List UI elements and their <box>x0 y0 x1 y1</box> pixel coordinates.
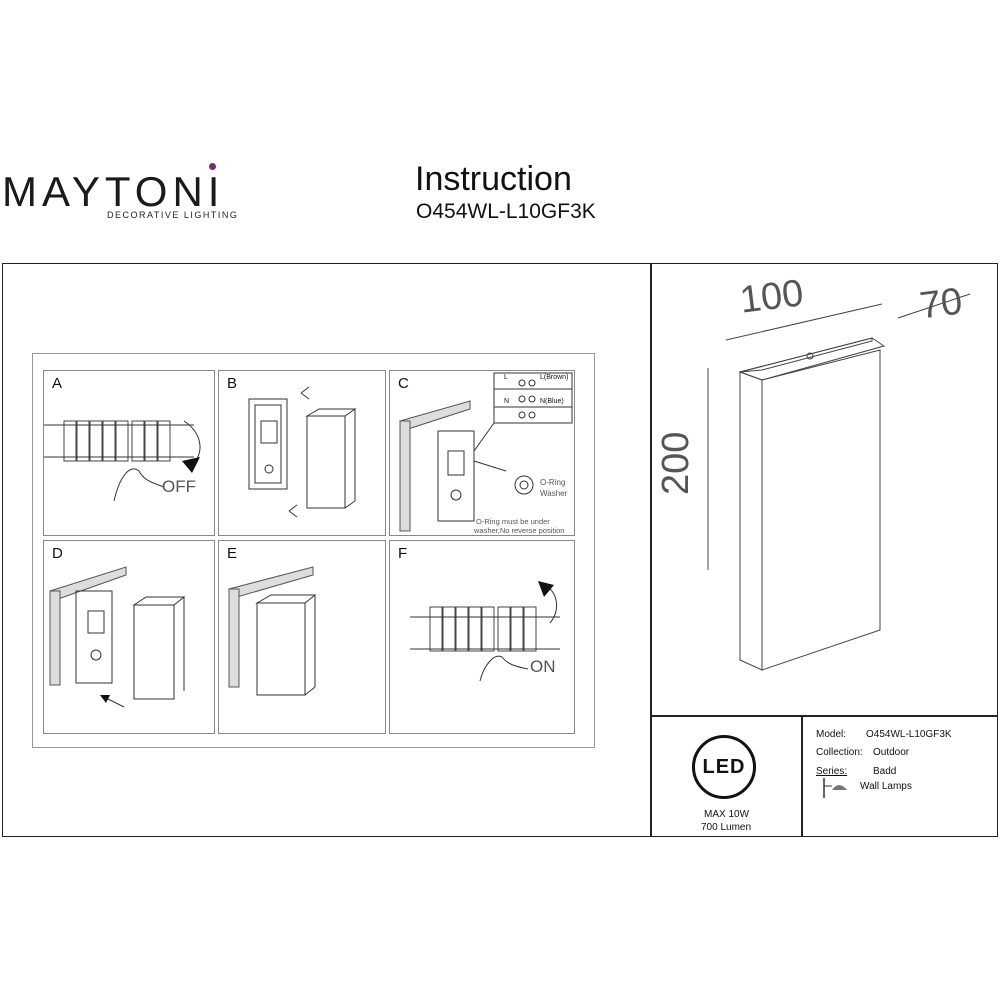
on-label: ON <box>530 657 556 676</box>
brand-logo: MAYTONI <box>2 168 225 215</box>
dimension-width: 100 <box>737 272 806 322</box>
fixture-mount-illustration <box>49 566 186 708</box>
step-label: C <box>398 375 409 392</box>
document-frame <box>2 263 998 837</box>
frame-divider-horizontal <box>650 715 998 717</box>
step-c-panel: C L L(Brown) N N(Blue) O-Ring Washer O-R… <box>389 370 575 536</box>
step-label: D <box>52 545 63 562</box>
step-label: F <box>398 545 408 562</box>
dimension-depth: 70 <box>917 280 965 328</box>
step-a-panel: A OFF <box>43 370 215 536</box>
breaker-off-illustration <box>44 420 201 502</box>
oring-caption-line1: O-Ring must be under <box>476 517 550 526</box>
mounting-plate-illustration <box>248 386 357 518</box>
step-d-panel: D <box>43 540 215 734</box>
spec-collection-value: Outdoor <box>873 747 910 758</box>
washer-label: Washer <box>540 489 568 498</box>
oring-caption-line2: washer,No reverse position <box>474 526 565 535</box>
dimension-height: 200 <box>655 431 697 495</box>
spec-series-label: Series: <box>816 766 848 777</box>
spec-collection-label: Collection: <box>816 747 863 758</box>
wall-lamp-icon <box>823 778 847 798</box>
led-icon: LED <box>692 735 756 799</box>
brand-tagline: DECORATIVE LIGHTING <box>107 210 239 220</box>
step-f-panel: F ON <box>389 540 575 734</box>
breaker-on-illustration <box>410 581 560 682</box>
dimension-drawing <box>707 293 971 671</box>
step-e-panel: E <box>218 540 386 734</box>
fixture-installed-illustration <box>228 566 317 696</box>
logo-dot-accent <box>209 163 216 170</box>
spec-model-label: Model: <box>816 729 847 740</box>
oring-label: O-Ring <box>540 478 566 487</box>
page-title: Instruction <box>415 160 572 198</box>
step-label: A <box>52 375 63 392</box>
wire-n-label: N <box>504 398 510 405</box>
led-lumen: 700 Lumen <box>701 822 752 833</box>
step-label: E <box>227 545 238 562</box>
spec-type-value: Wall Lamps <box>860 781 912 792</box>
installation-steps: A OFF B <box>32 353 595 748</box>
frame-divider-spec <box>801 715 803 837</box>
wire-n-desc: N(Blue) <box>540 398 564 405</box>
step-b-panel: B <box>218 370 386 536</box>
step-label: B <box>227 375 238 392</box>
wire-l-label: L <box>504 374 508 381</box>
off-label: OFF <box>162 477 196 496</box>
spec-series-value: Badd <box>873 766 897 777</box>
wire-l-desc: L(Brown) <box>540 374 569 381</box>
frame-divider-vertical <box>650 263 652 837</box>
header-model: O454WL-L10GF3K <box>416 200 596 223</box>
spec-model-value: O454WL-L10GF3K <box>866 729 952 740</box>
led-power: MAX 10W <box>704 809 750 820</box>
wiring-illustration <box>399 372 573 532</box>
